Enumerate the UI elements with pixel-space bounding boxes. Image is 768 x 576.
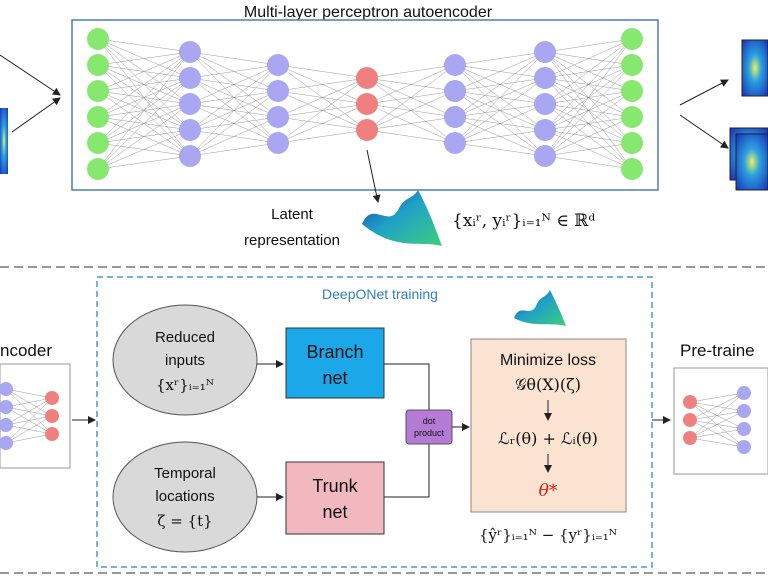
- deeponet-title: DeepONet training: [322, 286, 438, 302]
- mini-network-node: [0, 436, 13, 450]
- loss-surface-icon: [514, 290, 566, 326]
- network-node: [356, 119, 378, 141]
- reduced-inputs-line1: Reduced: [155, 329, 215, 346]
- mini-network-node: [737, 440, 751, 454]
- latent-formula: {xᵢʳ, yᵢʳ}ᵢ₌₁ᴺ ∈ ℝᵈ: [452, 211, 595, 231]
- reduced-inputs-line3: {xʳ}ᵢ₌₁ᴺ: [156, 376, 214, 394]
- dot-product-line1: dot: [423, 416, 436, 426]
- network-node: [444, 106, 466, 128]
- trunk-to-dot-connector: [384, 444, 430, 498]
- temporal-locations-line3: ζ = {t}: [157, 512, 212, 530]
- latent-surface-icon: [362, 190, 442, 246]
- network-node: [179, 145, 201, 167]
- mini-network-node: [0, 418, 13, 432]
- reduced-inputs-line2: inputs: [165, 352, 205, 369]
- mini-network-node: [45, 391, 59, 405]
- network-node: [621, 54, 643, 76]
- input-field-image: [0, 108, 8, 174]
- network-node: [179, 41, 201, 63]
- network-node: [87, 54, 109, 76]
- dot-product-line2: product: [414, 428, 445, 438]
- network-node: [444, 132, 466, 154]
- network-node: [87, 28, 109, 50]
- loss-operator: 𝒢θ(X)(ζ): [515, 375, 581, 394]
- loss-terms: ℒᵣ(θ) + ℒᵢ(θ): [498, 429, 598, 448]
- branch-net-box: [285, 327, 385, 399]
- network-node: [267, 106, 289, 128]
- latent-label-line1: Latent: [271, 206, 314, 223]
- network-node: [621, 158, 643, 180]
- output-arrow-bottom: [679, 114, 729, 149]
- temporal-locations-line1: Temporal: [154, 465, 216, 482]
- mini-network-node: [683, 413, 697, 427]
- trunk-net-line1: Trunk: [312, 476, 358, 496]
- autoencoder-title: Multi-layer perceptron autoencoder: [244, 4, 493, 21]
- network-node: [356, 67, 378, 89]
- network-nodes: [87, 28, 643, 180]
- network-node: [267, 80, 289, 102]
- loss-title: Minimize loss: [500, 352, 596, 369]
- network-node: [621, 28, 643, 50]
- mini-network-node: [683, 431, 697, 445]
- network-node: [87, 132, 109, 154]
- optimum-theta: θ*: [539, 481, 558, 501]
- output-field-images: [729, 39, 768, 191]
- branch-net-line1: Branch: [306, 342, 363, 362]
- network-node: [87, 106, 109, 128]
- pretrained-partial-label: Pre-traine: [680, 341, 755, 360]
- network-node: [267, 54, 289, 76]
- network-connections: [97, 38, 633, 170]
- encoder-partial-label: ncoder: [0, 341, 52, 360]
- output-arrow-top: [679, 79, 729, 106]
- trunk-net-line2: net: [322, 502, 347, 522]
- deeponet-frame: [96, 276, 653, 568]
- mini-network-node: [0, 400, 13, 414]
- network-node: [179, 119, 201, 141]
- network-node: [87, 80, 109, 102]
- network-node: [534, 41, 556, 63]
- network-node: [356, 93, 378, 115]
- input-arrow-bottom: [11, 97, 61, 133]
- network-node: [621, 80, 643, 102]
- network-node: [444, 54, 466, 76]
- network-node: [534, 67, 556, 89]
- mini-network-node: [683, 395, 697, 409]
- branch-net-line2: net: [322, 368, 347, 388]
- mini-network-node: [737, 404, 751, 418]
- pretrained-mini-network: [673, 367, 768, 475]
- network-node: [621, 132, 643, 154]
- input-arrow-top: [0, 54, 61, 96]
- branch-to-dot-connector: [384, 363, 430, 410]
- network-node: [179, 67, 201, 89]
- reduced-inputs-ellipse: [112, 304, 258, 416]
- network-node: [267, 132, 289, 154]
- trunk-net-box: [285, 461, 385, 535]
- network-node: [87, 158, 109, 180]
- network-node: [179, 93, 201, 115]
- network-node: [621, 106, 643, 128]
- network-node: [444, 80, 466, 102]
- mini-network-node: [737, 422, 751, 436]
- network-node: [534, 145, 556, 167]
- encoder-mini-network: [0, 363, 71, 469]
- loss-box: [470, 338, 627, 513]
- network-node: [534, 93, 556, 115]
- mini-network-node: [0, 382, 13, 396]
- mini-network-node: [737, 386, 751, 400]
- autoencoder-frame: [71, 19, 659, 191]
- mini-network-node: [45, 409, 59, 423]
- output-formula: {ŷʳ}ᵢ₌₁ᴺ − {yʳ}ᵢ₌₁ᴺ: [479, 526, 617, 544]
- network-node: [534, 119, 556, 141]
- latent-arrow: [366, 149, 381, 203]
- temporal-locations-line2: locations: [155, 488, 214, 505]
- mini-network-node: [45, 427, 59, 441]
- latent-label-line2: representation: [244, 232, 340, 249]
